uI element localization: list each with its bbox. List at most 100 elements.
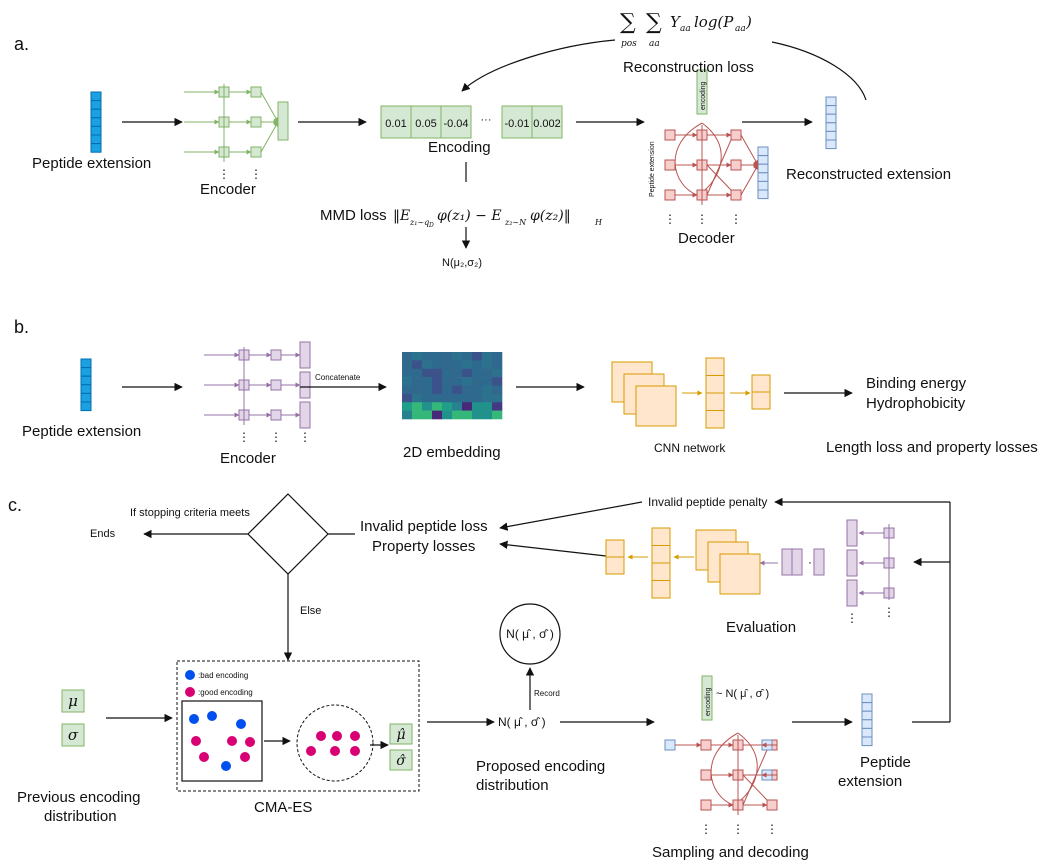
svg-text:pos: pos (621, 39, 637, 49)
bad-encoding-dot (189, 714, 199, 724)
eval-embedding-block (781, 548, 793, 576)
ellipsis-dots: ⋮ (730, 212, 742, 226)
output-vector-cell (825, 105, 837, 115)
heatmap-cell (442, 368, 453, 378)
heatmap-cell (472, 360, 483, 370)
record-node-circle (499, 603, 561, 665)
encoder-node (270, 379, 282, 391)
encoding-value: 0.05 (415, 118, 436, 130)
decoder-node (664, 129, 676, 141)
ellipsis-dots: ⋮ (270, 430, 282, 444)
heatmap-cell (452, 393, 463, 403)
eval-dense-cell (651, 580, 671, 599)
panel-c-label: c. (8, 495, 22, 515)
heatmap-cell (442, 393, 453, 403)
decoder-output-cell (757, 172, 769, 182)
heatmap-cell (462, 368, 473, 378)
good-encoding-dot (191, 736, 201, 746)
concatenate-label: Concatenate (315, 373, 361, 382)
panel-b-encoder: ⋮⋮⋮ (204, 341, 311, 444)
heatmap-cell (422, 393, 433, 403)
heatmap-cell (402, 402, 413, 411)
heatmap-cell (472, 385, 483, 395)
input-vector-cell (90, 100, 102, 110)
input-vector-cell (80, 358, 92, 369)
heatmap-cell (412, 368, 423, 378)
encoder-node (270, 349, 282, 361)
heatmap-cell (452, 402, 463, 411)
sigma-hat-symbol: σ̂ (396, 753, 406, 769)
heatmap-cell (462, 385, 473, 395)
decoder-node (730, 159, 742, 171)
record-label: Record (534, 689, 560, 698)
encoder-node (270, 409, 282, 421)
ends-label: Ends (90, 528, 116, 540)
evaluation-network: ···⋮⋮ (605, 519, 895, 625)
input-vector-cell (80, 384, 92, 394)
output-vector-cell (825, 122, 837, 132)
sigma-hat-box (389, 749, 413, 771)
heatmap-cell (482, 368, 493, 378)
heatmap-cell (472, 352, 483, 361)
heatmap-cell (432, 368, 443, 378)
output-vector-cell (825, 96, 837, 107)
selected-good-dot (330, 746, 340, 756)
prior-label: N(μ₂,σ₂) (442, 257, 482, 269)
previous-distribution-label-line1: Previous encoding (17, 789, 140, 806)
decoder-encoding-tag-text: encoding (705, 687, 712, 716)
proposed-distribution-label-line2: distribution (476, 777, 549, 794)
ellipsis-dots: ⋮ (238, 430, 250, 444)
encoder-node (250, 116, 262, 128)
heatmap-cell (432, 360, 443, 370)
cnn-dense-cell (705, 357, 725, 376)
ellipsis-dots: ⋮ (218, 167, 230, 181)
heatmap-cell (412, 352, 423, 361)
sigma-box (61, 723, 85, 747)
length-property-losses-label: Length loss and property losses (826, 439, 1038, 456)
heatmap-cell (442, 410, 453, 420)
svg-text:aa: aa (649, 39, 660, 49)
encoder-edge (260, 121, 279, 153)
heatmap-cell (432, 410, 443, 420)
svg-text:φ(z₂)‖: φ(z₂)‖ (530, 208, 571, 224)
decoder-node (700, 799, 712, 811)
selected-good-dot (350, 746, 360, 756)
encoder-node (250, 146, 262, 158)
input-vector-cell (90, 108, 102, 119)
heatmap-cell (462, 360, 473, 370)
encoder-output-block (299, 371, 311, 399)
heatmap-cell (412, 393, 423, 403)
heatmap-cell (492, 377, 503, 386)
heatmap-cell (462, 393, 473, 403)
heatmap-cell (482, 352, 493, 361)
heatmap-cell (402, 352, 413, 361)
peptide-vector-cell (861, 710, 873, 721)
ellipsis-dots: ⋮ (696, 212, 708, 226)
decoder-cross-edge (742, 749, 768, 806)
decoder-encoding-tag-text: encoding (700, 81, 707, 110)
cnn-feature-map (635, 385, 677, 427)
peptide-extension-vector (861, 693, 873, 747)
heatmap-cell (492, 360, 503, 370)
heatmap-cell (402, 368, 413, 378)
heatmap-cell (422, 410, 433, 420)
decoder-skip-edge (737, 732, 758, 801)
decoder-node (700, 769, 712, 781)
decoder-output-cell (757, 180, 769, 191)
input-vector-cell (80, 392, 92, 403)
heatmap-cell (442, 352, 453, 361)
heatmap-cell (452, 360, 463, 370)
stopping-criteria-label: If stopping criteria meets (130, 507, 250, 519)
sigma-symbol: σ (68, 726, 79, 744)
heatmap-cell (472, 393, 483, 403)
input-vector-cell (80, 401, 92, 412)
output-vector-cell (825, 113, 837, 124)
decoder-cross-edge (706, 139, 732, 196)
svg-text:z₁∼q: z₁∼q (409, 218, 429, 227)
heatmap-cell (452, 352, 463, 361)
invalid-peptide-loss-label: Invalid peptide loss (360, 518, 488, 535)
cmaes-box (176, 660, 420, 792)
property-hydrophobicity: Hydrophobicity (866, 395, 966, 412)
sampling-decoding-label: Sampling and decoding (652, 844, 809, 861)
heatmap-cell (432, 385, 443, 395)
